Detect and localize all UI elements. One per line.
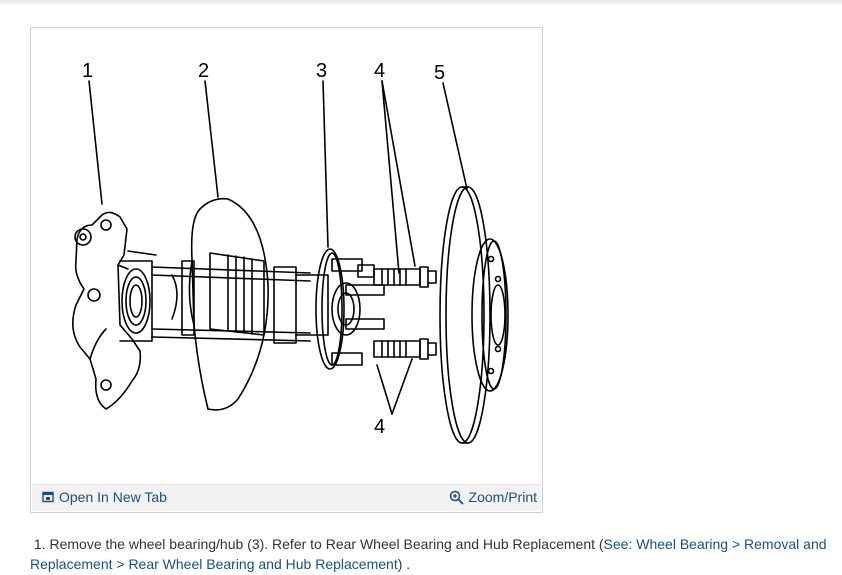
step-closing: ) . (397, 556, 411, 572)
see-link-prefix[interactable]: See: (603, 536, 637, 552)
callout-4-bottom: 4 (374, 416, 385, 438)
wheel-hub-part (273, 248, 385, 370)
open-in-new-tab-link[interactable]: Open In New Tab (42, 489, 167, 505)
open-in-new-tab-icon (42, 491, 54, 503)
zoom-print-link[interactable]: Zoom/Print (449, 489, 537, 505)
knuckle-part (72, 211, 157, 410)
brake-rotor-part (439, 186, 509, 444)
figure-card: 1 2 3 4 5 4 Open In New Tab (30, 27, 543, 513)
top-edge-shadow (0, 0, 842, 6)
zoom-in-icon (449, 490, 464, 505)
step-instruction: 1. Remove the wheel bearing/hub (3). Ref… (30, 534, 830, 574)
callout-1: 1 (82, 60, 93, 82)
callout-4-top: 4 (374, 60, 385, 82)
open-in-new-tab-label: Open In New Tab (59, 489, 167, 505)
callout-5: 5 (434, 62, 445, 84)
callout-3: 3 (316, 60, 327, 82)
step-number: 1. (33, 536, 46, 552)
figure-footer: Open In New Tab Zoom/Print (32, 484, 541, 511)
step-body: Remove the wheel bearing/hub (3). Refer … (49, 536, 604, 552)
wheel-stud-parts (373, 266, 437, 360)
callout-2: 2 (198, 60, 209, 82)
backing-plate-part (171, 197, 269, 411)
exploded-hub-diagram: 1 2 3 4 5 4 (72, 60, 509, 444)
zoom-print-label: Zoom/Print (468, 489, 537, 505)
wheel-bearing-procedure-link[interactable]: Wheel Bearing > Removal and Replacement … (30, 536, 827, 572)
